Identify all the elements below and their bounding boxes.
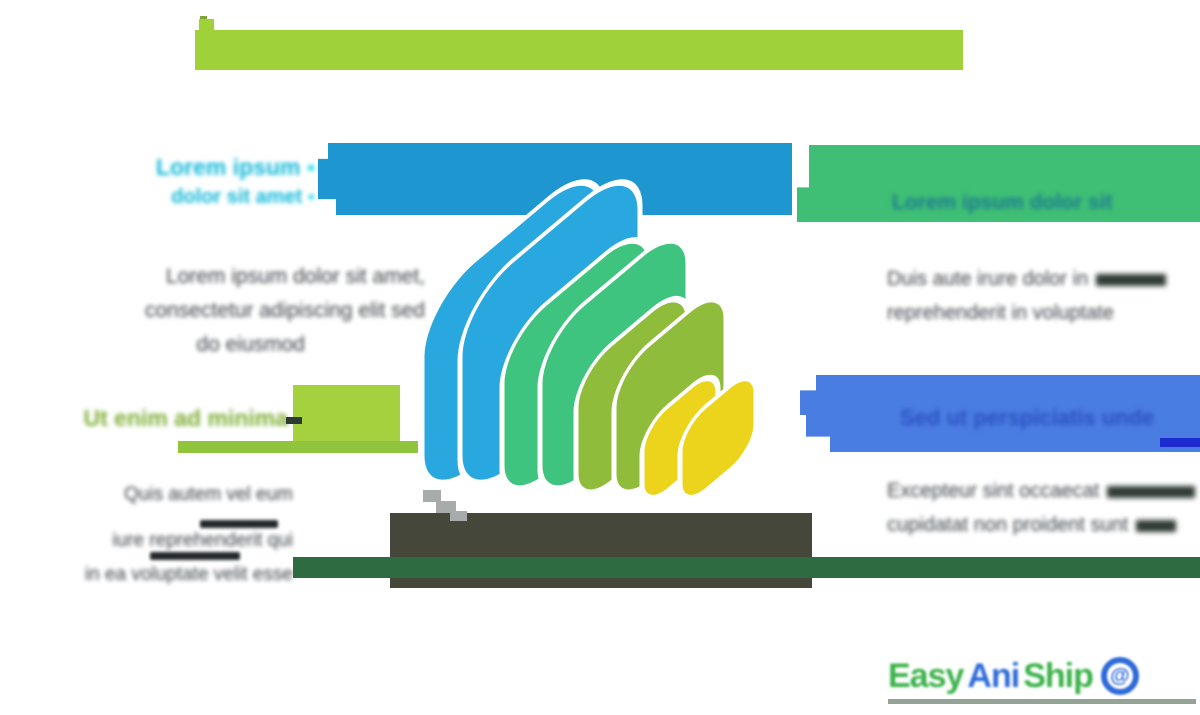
label-line: dolor sit amet ▪: [171, 186, 315, 208]
watermark-globe-icon: @: [1100, 657, 1139, 695]
body-line: do eiusmod: [196, 333, 305, 356]
watermark-segment: Ani: [967, 656, 1020, 695]
bottom-left-green-block: [293, 385, 400, 441]
body-line: iure reprehenderit qui: [112, 530, 293, 551]
body-line: Quis autem vel eum: [124, 484, 293, 505]
label-line: Lorem ipsum ▪: [156, 154, 315, 180]
body-line: consectetur adipiscing elit sed: [144, 299, 425, 322]
redacted-bold-text: [150, 552, 240, 560]
body-line: reprehenderit in voluptate: [887, 302, 1114, 324]
body-line: Lorem ipsum dolor sit amet,: [165, 265, 425, 288]
redacted-bold-text: [1107, 485, 1196, 498]
green-divider-strip: [293, 557, 1200, 578]
watermark-segment: Easy: [888, 656, 964, 695]
label-suffix: ▪: [306, 154, 315, 180]
label-suffix: ▪: [307, 186, 315, 208]
redacted-bold-text: [286, 417, 302, 424]
ribbon-top-right: Lorem ipsum dolor sit: [797, 145, 1200, 222]
title-bar: [195, 30, 963, 70]
ribbon-bottom-right: Sed ut perspiciatis unde: [800, 375, 1200, 452]
redacted-bold-text: [1136, 519, 1177, 532]
watermark: Easy Ani Ship @: [888, 652, 1139, 700]
logo-shadow: [436, 501, 456, 513]
ribbon-bottom-right-accent-strip: [1160, 438, 1200, 447]
bottom-left-green-underline: [178, 441, 418, 453]
redacted-bold-text: [1096, 273, 1167, 286]
nested-squares-logo: [418, 148, 768, 528]
logo-shadow: [450, 511, 467, 521]
body-line: cupidatat non proident sunt: [887, 508, 1200, 542]
callout-top-left-body: Lorem ipsum dolor sit amet, consectetur …: [25, 260, 425, 362]
callout-top-left-label: Lorem ipsum ▪ dolor sit amet ▪: [90, 150, 315, 211]
redacted-bold-text: [200, 520, 278, 528]
logo-layer-yellow: [677, 374, 759, 502]
watermark-segment: Ship: [1023, 656, 1094, 695]
body-line: Duis aute irure dolor in: [887, 262, 1200, 296]
body-line: Excepteur sint occaecat: [887, 474, 1200, 508]
callout-bottom-left-label: Ut enim ad minima: [83, 405, 288, 431]
body-line: in ea voluptate velit esse: [84, 564, 293, 585]
callout-bottom-right-body: Excepteur sint occaecat cupidatat non pr…: [887, 474, 1200, 542]
title-bar-fold: [199, 19, 214, 33]
title-bar-fold-tip: [200, 16, 207, 21]
logo-shadow: [423, 490, 441, 502]
callout-top-right-label: Lorem ipsum dolor sit: [892, 191, 1113, 214]
watermark-underline: [888, 699, 1196, 704]
callout-top-right-body: Duis aute irure dolor in reprehenderit i…: [887, 262, 1200, 330]
logo-graphic: [419, 179, 759, 502]
callout-bottom-right-label: Sed ut perspiciatis unde: [900, 405, 1155, 430]
